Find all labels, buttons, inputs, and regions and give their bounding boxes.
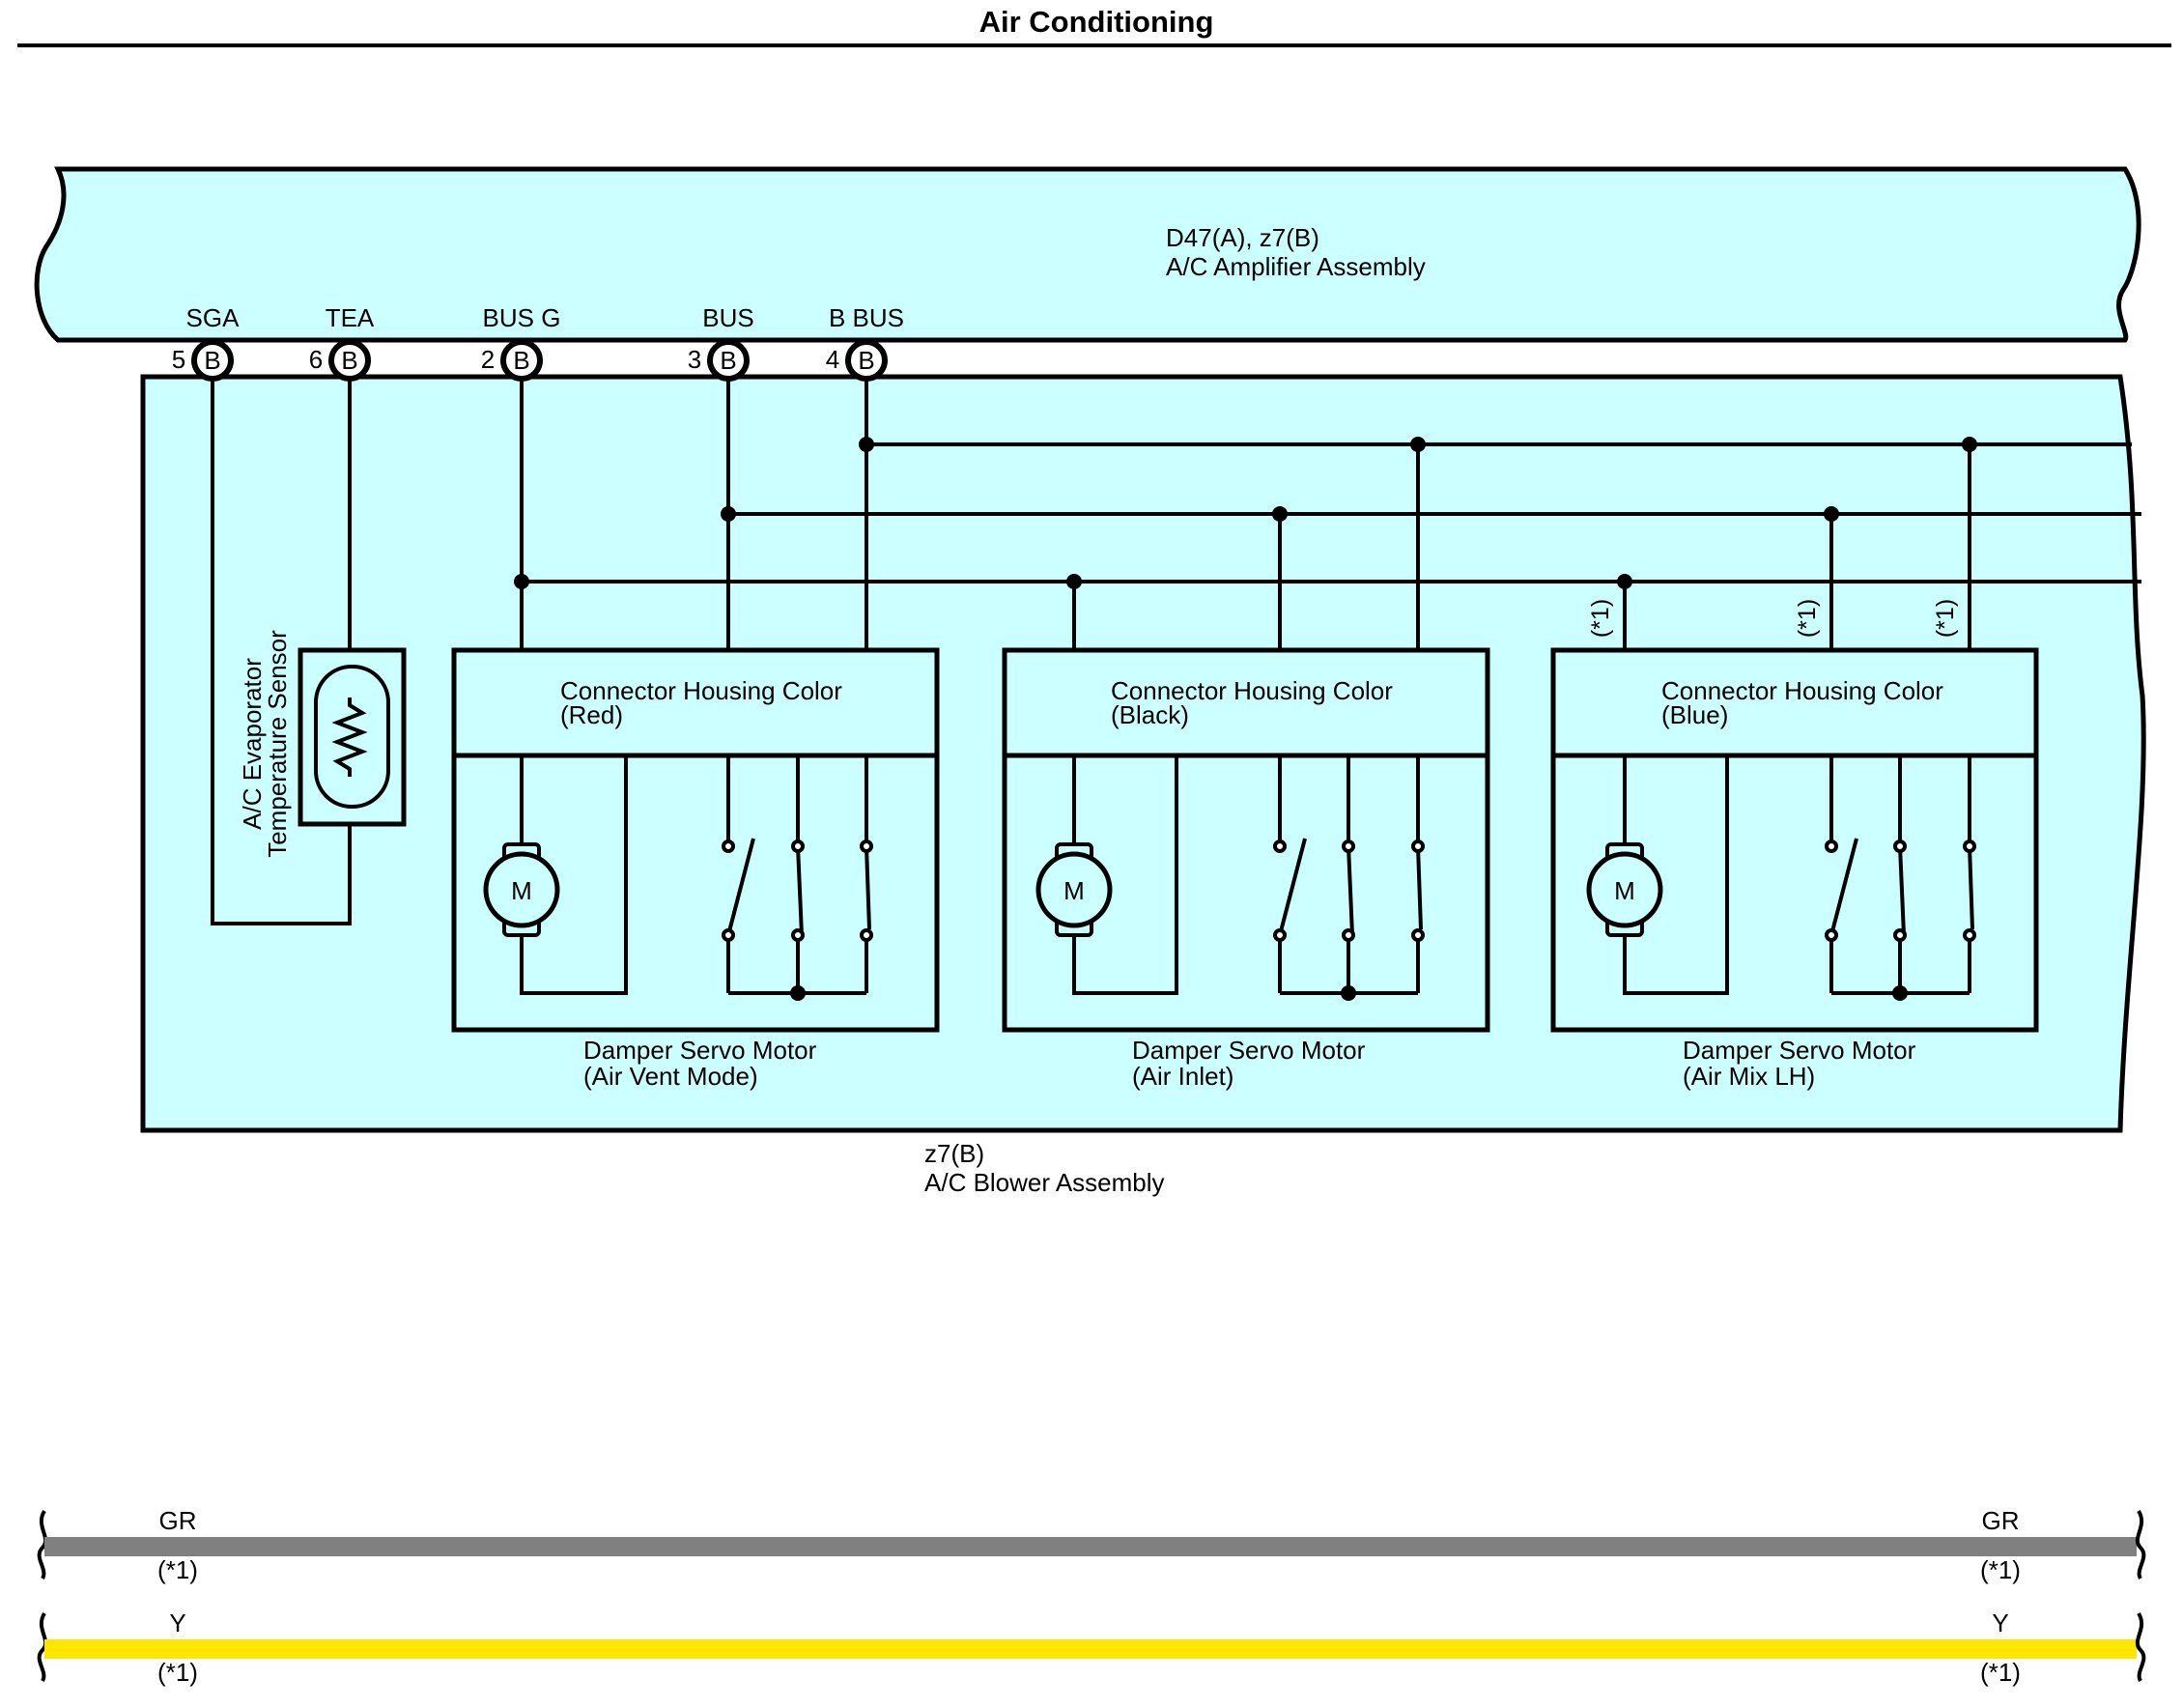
wire-note-right: (*1) [1980,1658,2021,1687]
terminal-connector-letter: B [341,346,357,375]
wire-legend-gr: GR GR (*1) (*1) [37,1506,2146,1584]
switch-icon [1273,838,1425,942]
servo-name: Damper Servo Motor [1132,1036,1366,1065]
terminal-circle [845,339,888,382]
motor-icon: M [483,842,560,937]
terminal-bus-g: B [500,339,543,382]
junction-dot [790,985,806,1001]
servo-housing [1002,647,1490,1033]
wire-break-left-icon [37,1509,48,1580]
note-marker-bus-g: (*1) [1587,599,1614,638]
terminal-label-b-bus: B BUS [829,303,904,332]
servo-internal-wiring [1623,755,1971,995]
amplifier-name: A/C Amplifier Assembly [1166,252,1426,281]
note-marker-bus: (*1) [1794,599,1821,638]
terminal-tea: B [328,339,371,382]
servo-name: Damper Servo Motor [1683,1036,1916,1065]
blower-connector-label: z7(B) [924,1139,984,1168]
junction-dot [1341,985,1356,1001]
wire-code-left: Y [169,1608,185,1637]
evaporator-temp-sensor: A/C Evaporator Temperature Sensor [238,630,407,858]
terminal-label-bus-g: BUS G [483,303,561,332]
pin-number-b-bus: 4 [826,345,839,374]
servo-function: (Air Vent Mode) [583,1062,758,1091]
pin-number-bus: 3 [688,345,701,374]
thermistor-resistor-icon [331,697,368,777]
motor-label: M [511,876,532,905]
amplifier-assembly-body [34,166,2141,343]
wire-note-left: (*1) [157,1555,198,1584]
pin-number-bus-g: 2 [481,345,495,374]
wire-note-left: (*1) [157,1658,198,1687]
servo-function: (Air Mix LH) [1683,1062,1815,1091]
housing-color-value: (Black) [1111,700,1189,729]
terminal-label-bus: BUS [702,303,753,332]
pin-number-sga: 5 [172,345,185,374]
servo-internal-wiring [1072,755,1420,995]
wire-code-right: Y [1992,1608,2008,1637]
wire-note-right: (*1) [1980,1555,2021,1584]
terminal-connector-letter: B [513,346,529,375]
terminal-label-sga: SGA [186,303,241,332]
note-marker-b-bus: (*1) [1932,599,1959,638]
wire-break-left-icon [37,1611,48,1683]
servo-air-vent-mode: Connector Housing Color (Red) M [451,647,940,1091]
terminal-circle [707,339,750,382]
housing-color-label: Connector Housing Color [560,676,842,705]
motor-icon: M [1586,842,1663,937]
housing-color-value: (Red) [560,700,623,729]
wire-legend-y: Y Y (*1) (*1) [37,1608,2146,1687]
page-title: Air Conditioning [979,5,1214,39]
sensor-label-line1: A/C Evaporator [238,658,267,830]
blower-name: A/C Blower Assembly [924,1168,1165,1197]
switch-icon [1825,838,1976,942]
motor-icon: M [1035,842,1113,937]
motor-label: M [1063,876,1085,905]
servo-housing [1550,647,2039,1033]
housing-color-value: (Blue) [1661,700,1728,729]
terminal-sga: B [191,339,234,382]
terminal-connector-letter: B [858,346,874,375]
terminal-connector-letter: B [204,346,220,375]
terminal-label-tea: TEA [326,303,375,332]
terminal-bus: B [707,339,750,382]
wire-break-right-icon [2135,1509,2146,1580]
amplifier-label: D47(A), z7(B) A/C Amplifier Assembly [1166,223,1426,281]
wire-code-right: GR [1982,1506,2020,1535]
terminal-connector-letter: B [720,346,736,375]
housing-color-label: Connector Housing Color [1661,676,1943,705]
wire-break-right-icon [2135,1611,2146,1683]
terminal-circle [500,339,543,382]
switch-icon [722,838,873,942]
terminal-b-bus: B [845,339,888,382]
sensor-label-line2: Temperature Sensor [263,630,292,858]
terminal-circle [191,339,234,382]
terminal-circle [328,339,371,382]
servo-function: (Air Inlet) [1132,1062,1233,1091]
servo-housing [451,647,940,1033]
junction-dot [1892,985,1908,1001]
servo-air-inlet: Connector Housing Color (Black) M [1002,647,1490,1091]
pin-number-tea: 6 [309,345,323,374]
servo-name: Damper Servo Motor [583,1036,817,1065]
amplifier-connector-label: D47(A), z7(B) [1166,223,1319,252]
wire-code-left: GR [159,1506,197,1535]
junction-dots [514,437,1977,589]
wires [211,377,2141,925]
housing-color-label: Connector Housing Color [1111,676,1393,705]
motor-label: M [1614,876,1635,905]
servo-air-mix-lh: Connector Housing Color (Blue) M [1550,647,2039,1091]
